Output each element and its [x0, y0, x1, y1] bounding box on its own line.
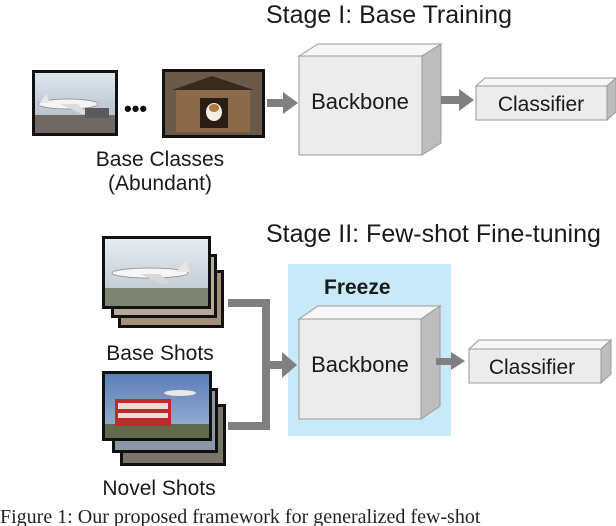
- freeze-label: Freeze: [324, 276, 391, 299]
- stage-2-classifier-label: Classifier: [489, 356, 575, 379]
- stage-2-backbone-label: Backbone: [311, 352, 409, 377]
- ellipsis-dots: •••: [124, 96, 147, 121]
- base-shots-stack: [102, 236, 224, 328]
- base-classes-line-2: (Abundant): [108, 172, 212, 196]
- dog-house-photo-icon: [162, 69, 265, 138]
- stage-2-backbone-box: Backbone: [297, 305, 442, 420]
- novel-shots-label: Novel Shots: [102, 477, 216, 500]
- base-classes-label: Base Classes (Abundant): [70, 148, 250, 196]
- stage-1-arrows: [267, 89, 474, 114]
- stage-1-backbone-label: Backbone: [311, 89, 409, 114]
- stage-1-classifier-label: Classifier: [498, 93, 584, 116]
- stage-1-classifier-box: Classifier: [474, 77, 616, 122]
- stage-2-classifier-box: Classifier: [467, 338, 613, 385]
- stage-2-classifier-arrow: [436, 352, 465, 370]
- base-classes-line-1: Base Classes: [95, 148, 225, 171]
- figure-caption: Figure 1: Our proposed framework for gen…: [0, 506, 481, 526]
- stage-1-title: Stage I: Base Training: [266, 1, 512, 29]
- airplane-photo-icon: [102, 236, 211, 309]
- novel-shots-stack: [102, 371, 226, 466]
- stage-1-backbone-box: Backbone: [297, 43, 443, 156]
- bus-photo-icon: [102, 371, 212, 441]
- stage-2-merge-arrows: [228, 299, 297, 430]
- stage-2-title: Stage II: Few-shot Fine-tuning: [266, 220, 601, 248]
- base-shots-label: Base Shots: [106, 342, 214, 365]
- airplane-photo-icon: [32, 70, 118, 136]
